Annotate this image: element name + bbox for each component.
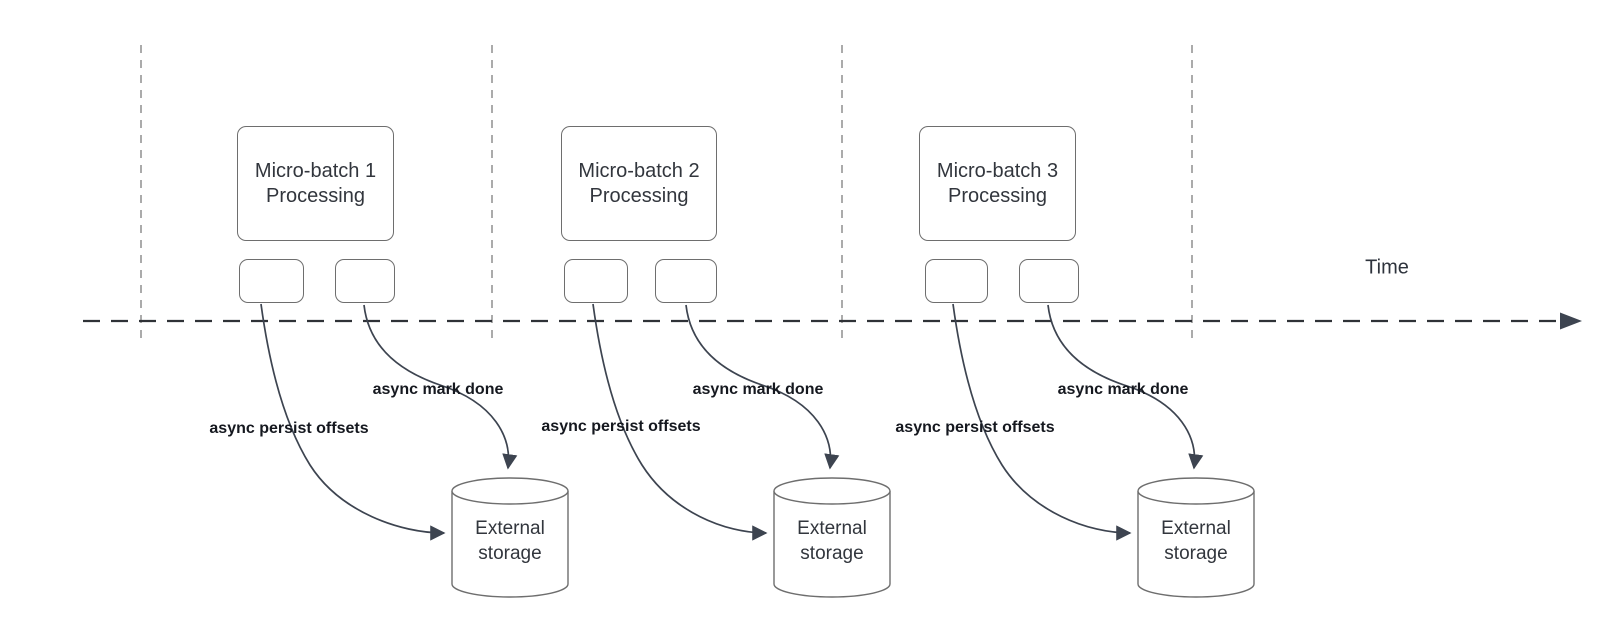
persist-offsets-label-1: async persist offsets <box>209 420 369 437</box>
external-storage-label-3: External storage <box>1161 516 1231 566</box>
mark-done-edge-3 <box>1047 304 1204 470</box>
external-storage-label-2: External storage <box>797 516 867 566</box>
persist-offsets-edge-2 <box>592 303 768 541</box>
micro-batch-3-title-line1: Micro-batch 3 <box>936 159 1059 182</box>
mark-done-label-2: async mark done <box>692 381 824 398</box>
storage-cylinder-2 <box>773 477 891 598</box>
external-storage-label-1-line2: storage <box>478 543 542 564</box>
micro-batch-1-title-line1: Micro-batch 1 <box>254 159 377 182</box>
time-axis-label: Time <box>1365 256 1409 279</box>
micro-batch-3-title: Micro-batch 3 Processing <box>937 159 1058 209</box>
external-storage-label-3-line2: storage <box>1164 543 1228 564</box>
external-storage-label-3-line1: External <box>1161 518 1231 539</box>
mark-done-edge-2 <box>685 304 840 470</box>
mark-done-label-3: async mark done <box>1057 381 1189 398</box>
persist-offsets-label-3: async persist offsets <box>895 419 1055 436</box>
micro-batch-3-box: Micro-batch 3 Processing <box>919 126 1076 241</box>
mark-done-task-box-2 <box>655 259 717 303</box>
micro-batch-2-title-line2: Processing <box>589 184 689 207</box>
time-axis-arrowhead <box>1560 312 1582 330</box>
external-storage-label-1-line1: External <box>475 518 545 539</box>
micro-batch-2-title-line1: Micro-batch 2 <box>578 159 700 182</box>
micro-batch-2-title: Micro-batch 2 Processing <box>578 159 699 209</box>
micro-batch-1-box: Micro-batch 1 Processing <box>237 126 394 241</box>
persist-offsets-task-box-2 <box>564 259 628 303</box>
mark-done-edge-1 <box>363 304 518 470</box>
persist-offsets-task-box-3 <box>925 259 988 303</box>
mark-done-label-1: async mark done <box>372 381 504 398</box>
persist-offsets-edge-3 <box>952 303 1132 541</box>
time-axis <box>83 312 1582 330</box>
external-storage-label-2-line2: storage <box>800 543 864 564</box>
micro-batch-1-title-line2: Processing <box>266 184 365 207</box>
async-edges <box>260 303 1204 541</box>
storage-cylinder-1 <box>451 477 569 598</box>
persist-offsets-label-2: async persist offsets <box>541 418 701 435</box>
micro-batch-3-title-line2: Processing <box>948 184 1047 207</box>
micro-batch-2-box: Micro-batch 2 Processing <box>561 126 717 241</box>
interval-gridlines <box>140 45 1193 342</box>
micro-batch-1-title: Micro-batch 1 Processing <box>255 159 376 209</box>
mark-done-task-box-3 <box>1019 259 1079 303</box>
external-storage-label-2-line1: External <box>797 518 867 539</box>
persist-offsets-edge-1 <box>260 303 446 541</box>
mark-done-task-box-1 <box>335 259 395 303</box>
persist-offsets-task-box-1 <box>239 259 304 303</box>
storage-cylinders <box>451 477 1255 598</box>
storage-cylinder-3 <box>1137 477 1255 598</box>
external-storage-label-1: External storage <box>475 516 545 566</box>
